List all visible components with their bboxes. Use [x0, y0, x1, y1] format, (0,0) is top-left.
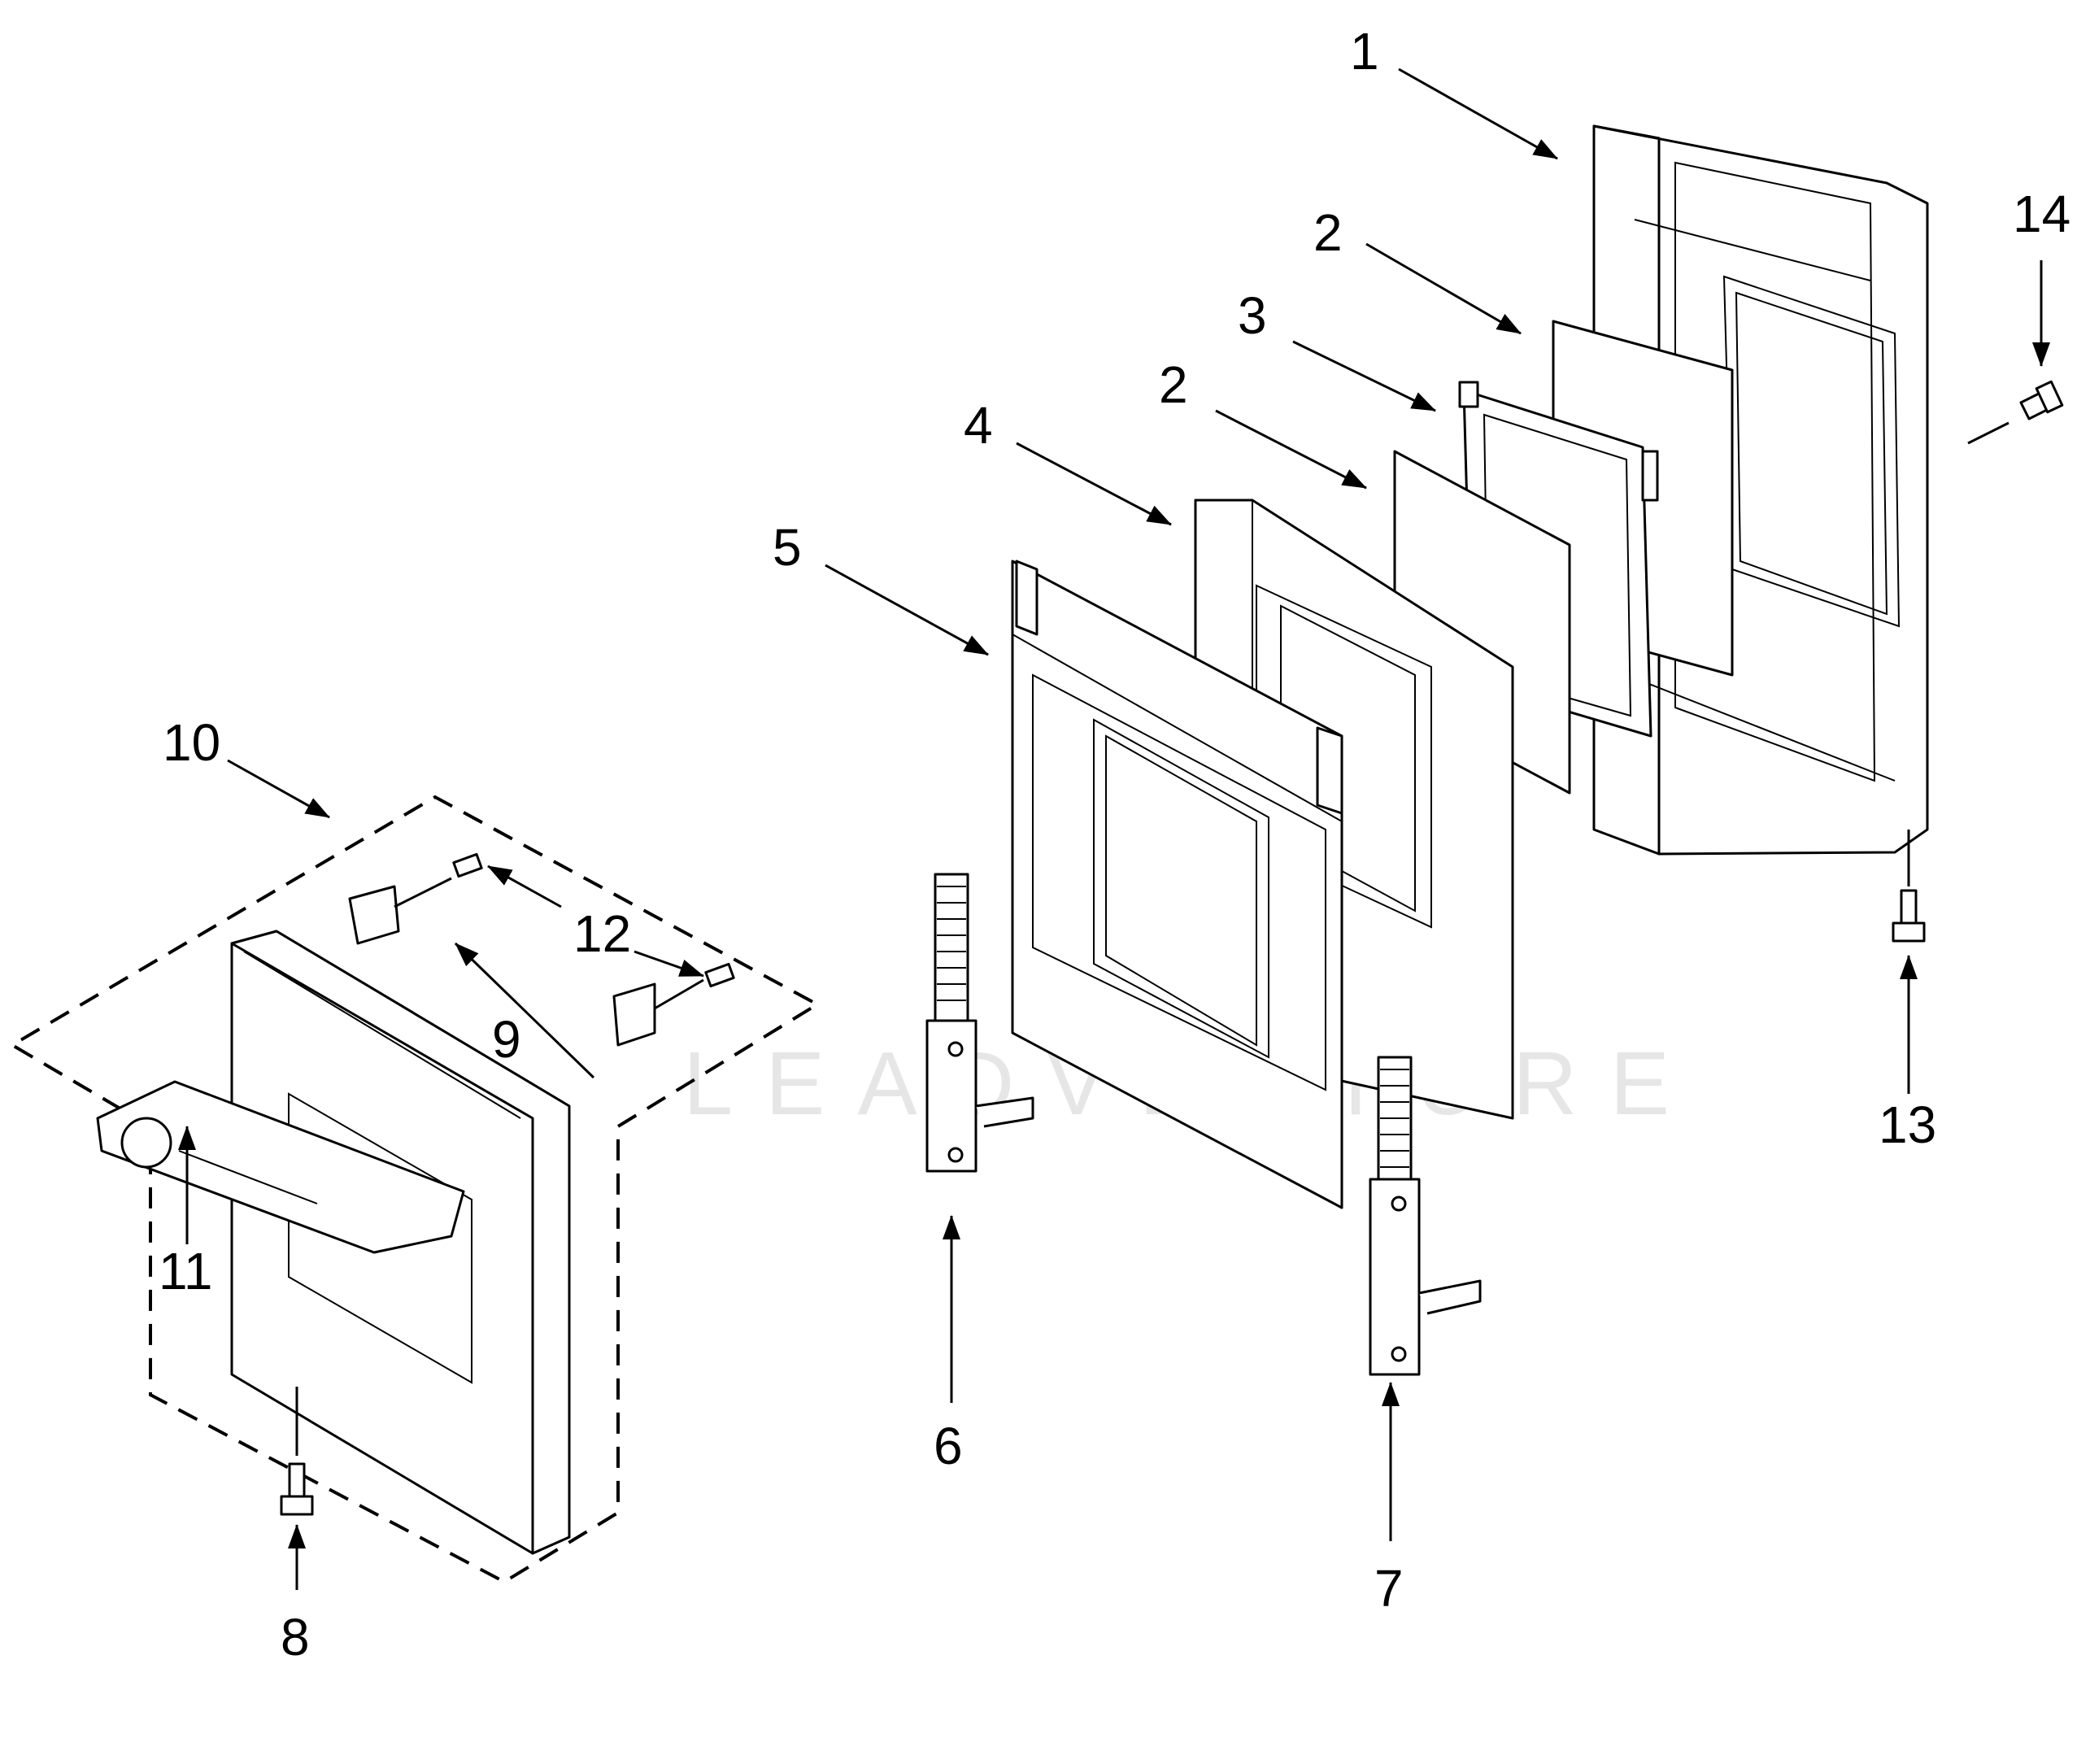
part-9-bracket-right	[612, 982, 656, 1047]
callout-14: 14	[2013, 185, 2070, 243]
callout-7: 7	[1374, 1559, 1404, 1618]
callout-9: 9	[492, 1010, 521, 1069]
callout-13: 13	[1879, 1095, 1936, 1154]
callout-4: 4	[964, 396, 993, 455]
callout-3: 3	[1238, 286, 1267, 345]
callout-labels: 1 2 3 2 4 5 6 7 8 9 10 11 12 13 14	[159, 22, 2070, 1666]
part-6-door-hinge-left	[925, 873, 1034, 1173]
part-12-screw-left	[452, 852, 483, 878]
callout-10: 10	[163, 713, 220, 772]
part-5-door-inner-frame	[1011, 560, 1343, 1209]
part-10-door-assembly	[9, 795, 821, 1584]
callout-2a: 2	[1313, 203, 1343, 262]
callout-8: 8	[281, 1608, 310, 1666]
part-7-door-hinge-right	[1369, 1056, 1482, 1376]
part-14-screw	[1967, 380, 2064, 445]
callout-6: 6	[934, 1417, 963, 1475]
part-12-screw-right	[704, 962, 735, 988]
callout-1: 1	[1350, 22, 1379, 81]
callout-5: 5	[773, 518, 802, 577]
callout-12: 12	[573, 904, 631, 963]
part-13-screw	[1892, 830, 1926, 943]
part-8-screw	[280, 1387, 314, 1516]
part-11-door-handle	[96, 1080, 465, 1254]
part-9-bracket-left	[348, 885, 400, 945]
callout-2b: 2	[1159, 355, 1188, 414]
callout-11: 11	[159, 1242, 212, 1300]
leader-arrows	[178, 68, 2050, 1590]
